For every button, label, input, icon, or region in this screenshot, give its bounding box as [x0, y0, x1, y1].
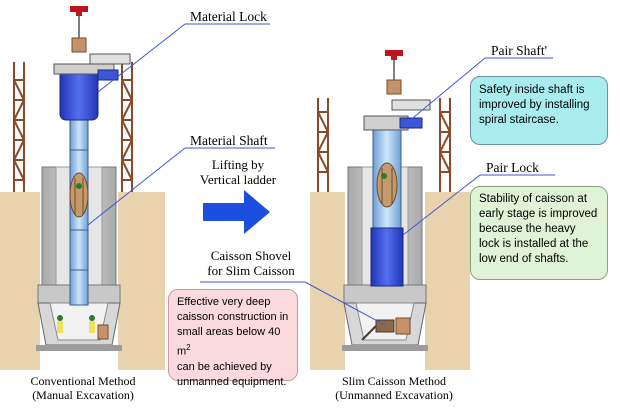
material-bucket-right-icon — [386, 79, 402, 95]
scaffold-left-icon — [13, 62, 133, 192]
note-safety-line: improved by installing — [479, 99, 590, 111]
note-effective-line: caisson construction in — [177, 311, 289, 323]
note-stability-line: low end of shafts. — [479, 253, 569, 265]
label-pair-lock: Pair Lock — [486, 160, 539, 175]
caption-conventional-method: Conventional Method — [30, 374, 136, 388]
note-effective-line: can be achieved by — [177, 360, 272, 373]
worker-left-icon — [57, 315, 109, 340]
transition-arrow-icon — [203, 190, 270, 234]
note-safety: Safety inside shaft is improved by insta… — [470, 76, 608, 145]
leader-material-shaft — [87, 147, 186, 226]
label-slim-caisson-shovel: for Slim Caisson — [207, 263, 295, 278]
note-stability-line: lock is installed at the — [479, 238, 589, 250]
label-lifting-by: Lifting by — [211, 157, 265, 172]
material-lock-left — [59, 67, 99, 121]
note-safety-line: Safety inside shaft is — [479, 84, 585, 96]
caption-unmanned-excavation: (Unmanned Excavation) — [335, 388, 453, 402]
note-effective-area: small areas below 40 m — [177, 326, 281, 358]
crane-hook-left-icon — [70, 6, 88, 16]
note-effective-sup: 2 — [186, 343, 191, 352]
note-safety-line: spiral staircase. — [479, 114, 559, 126]
label-pair-shaft: Pair Shaft' — [491, 43, 548, 58]
pair-lock-right — [370, 227, 404, 287]
note-effective-line: unmanned equipment. — [177, 375, 287, 388]
leader-caisson-shovel — [304, 281, 386, 326]
note-stability-line: because the heavy — [479, 223, 576, 235]
slim-caisson-illustration — [310, 50, 470, 370]
caisson-slab-right — [343, 284, 427, 304]
conventional-method-illustration — [0, 6, 165, 370]
note-stability: Stability of caisson at early stage is i… — [470, 186, 608, 280]
note-stability-line: Stability of caisson at — [479, 193, 588, 205]
note-effective-line: Effective very deep — [177, 296, 271, 308]
caption-manual-excavation: (Manual Excavation) — [32, 388, 134, 402]
note-stability-line: early stage is improved — [479, 208, 598, 220]
crane-hook-right-icon — [385, 50, 403, 60]
ladder-chamber-left — [69, 172, 89, 218]
leader-pair-lock — [402, 174, 481, 236]
caption-slim-caisson-method: Slim Caisson Method — [341, 374, 446, 388]
scaffold-right-icon — [317, 98, 451, 192]
note-effective: Effective very deep caisson construction… — [168, 289, 298, 388]
label-material-shaft: Material Shaft — [190, 133, 268, 148]
label-material-lock: Material Lock — [190, 9, 267, 24]
material-bucket-left-icon — [71, 37, 87, 53]
note-effective-line: small areas below 40 m2 — [177, 325, 289, 360]
leader-material-lock — [97, 23, 186, 93]
label-vertical-ladder: Vertical ladder — [199, 172, 277, 187]
label-caisson-shovel: Caisson Shovel — [210, 248, 292, 263]
leader-pair-shaft — [407, 57, 486, 123]
